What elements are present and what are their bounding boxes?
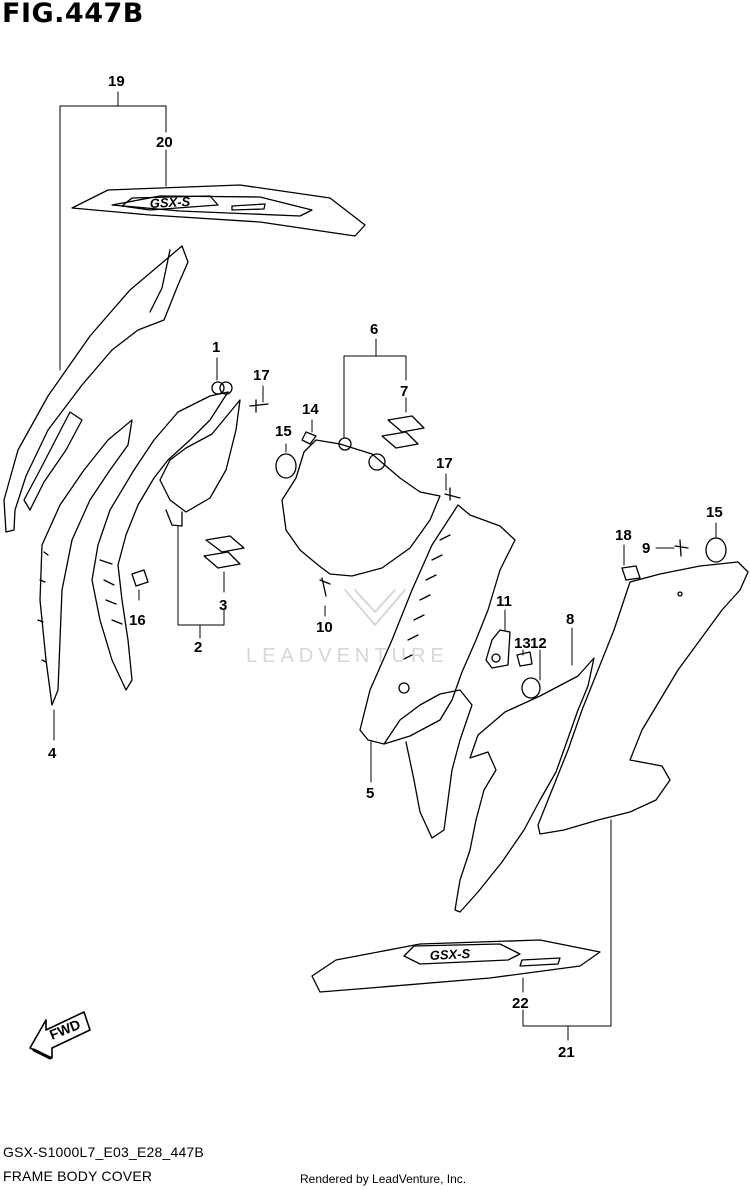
watermark-text: LEADVENTURE [246, 645, 449, 667]
fasteners [131, 381, 727, 699]
centre-cover-part-5 [359, 504, 516, 839]
callout-8: 8 [566, 611, 574, 628]
callout-12: 12 [530, 635, 547, 652]
decal-upper-emblem-text: GSX-S [149, 194, 191, 211]
callout-19: 19 [108, 73, 125, 90]
watermark-logo [344, 589, 406, 626]
callout-14: 14 [302, 401, 319, 418]
callout-1: 1 [212, 339, 220, 356]
cowl-part-8 [454, 657, 595, 913]
bracket-part-11 [485, 629, 511, 669]
decal-upper-part-20 [71, 184, 366, 237]
callout-7: 7 [400, 383, 408, 400]
callout-17-right: 17 [436, 455, 453, 472]
render-credit: Rendered by LeadVenture, Inc. [300, 1172, 467, 1186]
emblem-part-3 [203, 535, 245, 569]
callout-2: 2 [194, 639, 202, 656]
emblem-part-7 [381, 415, 425, 449]
outer-cowl-part-21 [537, 561, 749, 835]
callout-15-right: 15 [706, 504, 723, 521]
inner-cover-part-2 [91, 391, 241, 691]
leader-lines [53, 91, 717, 1041]
front-panel-part-6 [281, 437, 441, 577]
fwd-arrow [29, 1011, 91, 1060]
callout-21: 21 [558, 1044, 575, 1061]
callout-11: 11 [496, 593, 512, 610]
callout-3: 3 [219, 597, 227, 614]
callout-4: 4 [48, 745, 57, 762]
figure-title: FIG.447B [2, 0, 144, 29]
callout-17-left: 17 [253, 367, 270, 384]
callout-20: 20 [156, 134, 173, 151]
figure-name: FRAME BODY COVER [3, 1168, 153, 1184]
callout-16: 16 [129, 612, 146, 629]
callout-5: 5 [366, 785, 374, 802]
decal-lower-part-22 [311, 939, 601, 993]
side-cowl-part-4 [3, 245, 189, 706]
callout-18: 18 [615, 527, 632, 544]
figure-code: GSX-S1000L7_E03_E28_447B [3, 1144, 204, 1160]
decal-lower-emblem-text: GSX-S [429, 946, 471, 963]
callout-15-left: 15 [275, 423, 292, 440]
callout-6: 6 [370, 321, 378, 338]
callout-13: 13 [514, 635, 531, 652]
callout-10: 10 [316, 619, 333, 636]
callout-9: 9 [642, 540, 650, 557]
callout-22: 22 [512, 995, 529, 1012]
